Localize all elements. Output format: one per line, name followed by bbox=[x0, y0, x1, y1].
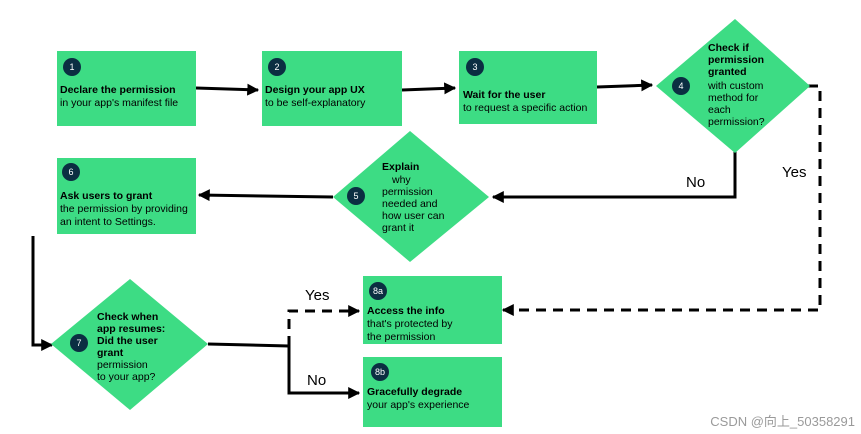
step-4-badge bbox=[672, 77, 690, 95]
edge-label-no-7: No bbox=[307, 372, 326, 389]
step-5-diamond: 5 Explain why permission needed and how … bbox=[333, 131, 489, 262]
step-2-badge bbox=[268, 58, 286, 76]
step-8a-box: 8a Access the info that's protected by t… bbox=[363, 276, 502, 344]
step-8a-body-line-2: the permission bbox=[367, 331, 435, 343]
step-6-title: Ask users to grant bbox=[60, 190, 153, 202]
edge-label-no-4: No bbox=[686, 174, 705, 191]
step-7-body-line-1: permission bbox=[97, 359, 148, 371]
step-2-box: 2 Design your app UX to be self-explanat… bbox=[262, 51, 402, 126]
step-2-number: 2 bbox=[274, 62, 279, 72]
step-4-diamond: 4 Check if permission granted with custo… bbox=[656, 19, 810, 153]
step-1-number: 1 bbox=[69, 62, 74, 72]
step-6-body-line-1: the permission by providing bbox=[60, 203, 188, 215]
step-6-badge bbox=[62, 163, 80, 181]
edge-5-6 bbox=[197, 189, 334, 202]
step-8b-box: 8b Gracefully degrade your app's experie… bbox=[363, 357, 502, 427]
edge-label-yes-4: Yes bbox=[782, 164, 806, 181]
edge-4-5-no bbox=[491, 150, 737, 203]
edge-2-3 bbox=[401, 82, 457, 95]
step-3-badge bbox=[466, 58, 484, 76]
step-3-box: 3 Wait for the user to request a specifi… bbox=[459, 51, 597, 124]
edge-1-2 bbox=[195, 83, 260, 96]
step-8a-title: Access the info bbox=[367, 305, 445, 317]
step-8a-number: 8a bbox=[373, 286, 383, 296]
step-5-body-line-4: how user can bbox=[382, 210, 445, 222]
step-5-badge bbox=[347, 187, 365, 205]
step-4-number: 4 bbox=[678, 81, 683, 91]
step-8a-body-line-1: that's protected by bbox=[367, 318, 453, 330]
step-2-rect bbox=[262, 51, 402, 126]
step-5-body-line-2: permission bbox=[382, 186, 433, 198]
edge-6-7 bbox=[31, 236, 54, 351]
step-7-title-line-2: app resumes: bbox=[97, 323, 165, 335]
step-8a-badge bbox=[369, 282, 387, 300]
step-8b-title: Gracefully degrade bbox=[367, 386, 462, 398]
step-8b-number: 8b bbox=[375, 367, 385, 377]
step-6-body-line-2: an intent to Settings. bbox=[60, 216, 156, 228]
step-4-title-line-2: permission bbox=[708, 54, 764, 66]
step-1-title: Declare the permission bbox=[60, 84, 176, 96]
step-4-shape bbox=[656, 19, 810, 153]
step-5-body-line-3: needed and bbox=[382, 198, 438, 210]
step-1-box: 1 Declare the permission in your app's m… bbox=[57, 51, 196, 126]
step-4-body-line-3: each bbox=[708, 104, 731, 116]
step-4-body-line-4: permission? bbox=[708, 116, 765, 128]
step-7-title-line-1: Check when bbox=[97, 311, 158, 323]
step-2-title: Design your app UX bbox=[265, 84, 365, 96]
connectors bbox=[31, 79, 822, 399]
step-7-body-line-2: to your app? bbox=[97, 371, 156, 383]
watermark: CSDN @向上_50358291 bbox=[710, 414, 855, 429]
step-3-title: Wait for the user bbox=[463, 89, 545, 101]
step-7-title-line-4: grant bbox=[97, 347, 124, 359]
step-4-title-line-3: granted bbox=[708, 66, 747, 78]
step-7-badge bbox=[70, 334, 88, 352]
step-7-title-line-3: Did the user bbox=[97, 335, 158, 347]
step-6-box: 6 Ask users to grant the permission by p… bbox=[57, 158, 196, 234]
edge-7-8a-yes bbox=[287, 305, 361, 346]
step-5-number: 5 bbox=[353, 191, 358, 201]
step-2-body: to be self-explanatory bbox=[265, 97, 366, 109]
edge-7-8b-no bbox=[287, 346, 361, 399]
step-5-body-line-1: why bbox=[391, 174, 411, 186]
step-7-number: 7 bbox=[76, 338, 81, 348]
step-4-body-line-1: with custom bbox=[707, 80, 764, 92]
step-8b-badge bbox=[371, 363, 389, 381]
step-1-body: in your app's manifest file bbox=[60, 97, 178, 109]
step-7-shape bbox=[51, 279, 208, 410]
step-7-diamond: 7 Check when app resumes: Did the user g… bbox=[51, 279, 208, 410]
step-5-shape bbox=[333, 131, 489, 262]
step-6-number: 6 bbox=[68, 167, 73, 177]
edge-4-8a-yes bbox=[501, 84, 822, 316]
step-5-title: Explain bbox=[382, 161, 419, 173]
edge-3-4 bbox=[596, 79, 654, 92]
step-8b-body: your app's experience bbox=[367, 399, 470, 411]
edge-label-yes-7: Yes bbox=[305, 287, 329, 304]
step-4-title-line-1: Check if bbox=[708, 42, 749, 54]
step-3-number: 3 bbox=[472, 62, 477, 72]
edge-7-split bbox=[207, 342, 290, 348]
step-5-body-line-5: grant it bbox=[382, 222, 414, 234]
step-1-badge bbox=[63, 58, 81, 76]
step-6-rect bbox=[57, 158, 196, 234]
step-3-body: to request a specific action bbox=[463, 102, 587, 114]
step-4-body-line-2: method for bbox=[708, 92, 759, 104]
